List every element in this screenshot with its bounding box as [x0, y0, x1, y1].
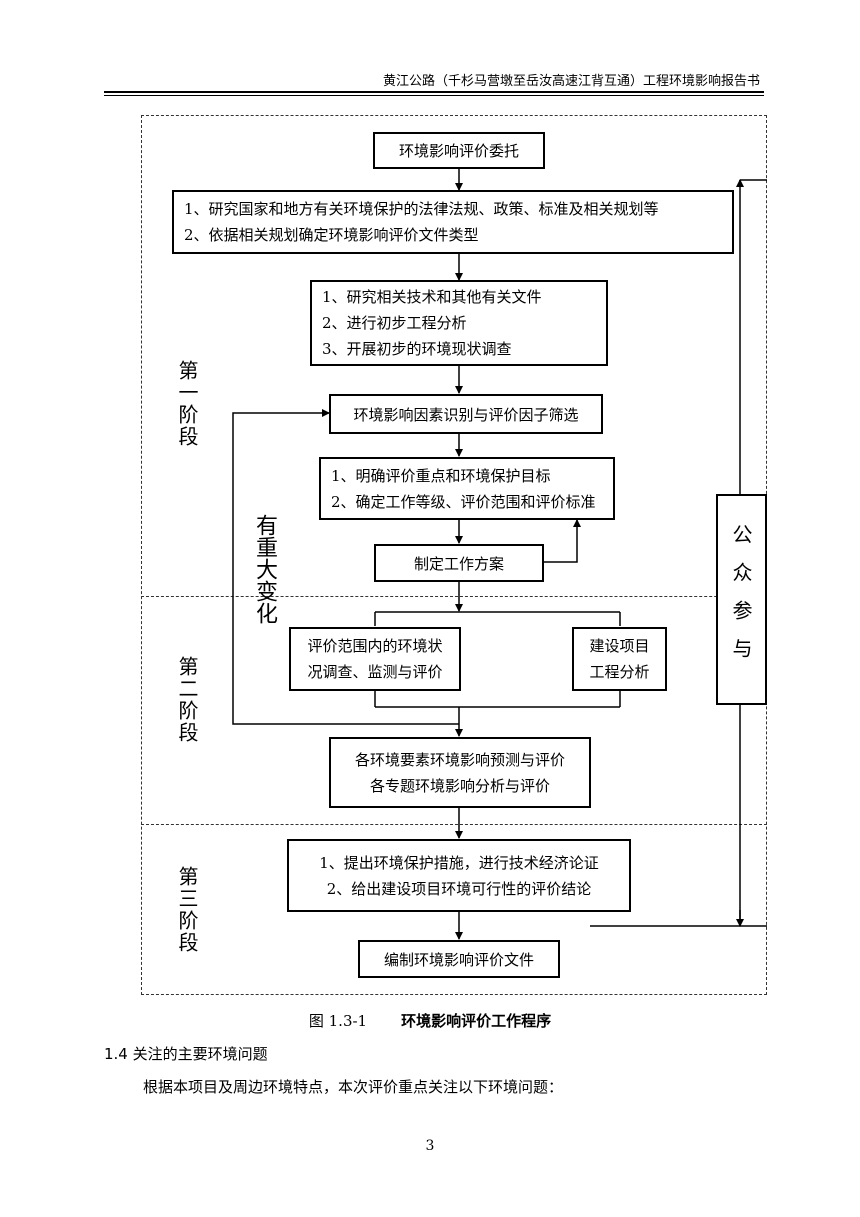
- box-preliminary-line-3: 3、开展初步的环境现状调查: [322, 340, 512, 358]
- feedback-label: 有重大变化: [252, 514, 277, 624]
- box-research-line-1: 1、研究国家和地方有关环境保护的法律法规、政策、标准及相关规划等: [184, 200, 659, 218]
- box-survey-line-1: 评价范围内的环境状: [307, 637, 443, 655]
- box-engineering-line-2: 工程分析: [589, 663, 650, 681]
- running-header: 黄江公路（千杉马营墩至岳汝高速江背互通）工程环境影响报告书: [382, 74, 760, 89]
- box-research: 1、研究国家和地方有关环境保护的法律法规、政策、标准及相关规划等 2、依据相关规…: [172, 190, 734, 254]
- figure-title: 环境影响评价工作程序: [401, 1012, 552, 1030]
- box-compile-text: 编制环境影响评价文件: [383, 950, 534, 969]
- box-predict-line-2: 各专题环境影响分析与评价: [369, 776, 550, 795]
- box-engineering-line-1: 建设项目: [589, 637, 650, 655]
- stage-label-first: 第一阶段: [175, 360, 199, 448]
- header-rule-thin: [104, 95, 764, 96]
- box-focus: 1、明确评价重点和环境保护目标 2、确定工作等级、评价范围和评价标准: [319, 457, 615, 520]
- stage-label-third: 第三阶段: [175, 866, 199, 954]
- box-preliminary-line-1: 1、研究相关技术和其他有关文件: [322, 288, 542, 306]
- public-participation-text: 公众参与: [729, 523, 753, 676]
- box-public-participation: 公众参与: [716, 494, 767, 705]
- page-number: 3: [425, 1138, 435, 1154]
- section-title: 关注的主要环境问题: [132, 1045, 268, 1063]
- box-engineering: 建设项目 工程分析: [572, 627, 667, 691]
- box-measures-line-1: 1、提出环境保护措施，进行技术经济论证: [319, 853, 599, 872]
- header-rule: [104, 91, 764, 93]
- figure-number: 图 1.3-1: [308, 1012, 368, 1030]
- figure-caption: 图 1.3-1 环境影响评价工作程序: [0, 1010, 860, 1031]
- box-identify-text: 环境影响因素识别与评价因子筛选: [353, 405, 579, 424]
- box-commission: 环境影响评价委托: [373, 132, 545, 169]
- box-measures: 1、提出环境保护措施，进行技术经济论证 2、给出建设项目环境可行性的评价结论: [287, 839, 631, 912]
- box-focus-line-2: 2、确定工作等级、评价范围和评价标准: [331, 492, 596, 511]
- box-identify: 环境影响因素识别与评价因子筛选: [329, 394, 603, 434]
- box-focus-line-1: 1、明确评价重点和环境保护目标: [331, 466, 551, 485]
- box-plan: 制定工作方案: [374, 544, 544, 582]
- stage-label-second: 第二阶段: [175, 656, 199, 744]
- box-predict: 各环境要素环境影响预测与评价 各专题环境影响分析与评价: [329, 737, 591, 808]
- box-compile: 编制环境影响评价文件: [358, 940, 560, 978]
- box-measures-line-2: 2、给出建设项目环境可行性的评价结论: [326, 879, 592, 898]
- box-survey: 评价范围内的环境状 况调查、监测与评价: [289, 627, 461, 691]
- box-preliminary: 1、研究相关技术和其他有关文件 2、进行初步工程分析 3、开展初步的环境现状调查: [310, 280, 608, 366]
- stage-divider-1: [141, 596, 767, 597]
- box-preliminary-line-2: 2、进行初步工程分析: [322, 314, 467, 332]
- body-paragraph: 根据本项目及周边环境特点，本次评价重点关注以下环境问题：: [143, 1078, 564, 1096]
- box-research-line-2: 2、依据相关规划确定环境影响评价文件类型: [184, 226, 479, 244]
- box-survey-line-2: 况调查、监测与评价: [307, 663, 443, 681]
- stage-divider-2: [141, 824, 767, 825]
- section-heading: 1.4 关注的主要环境问题: [104, 1043, 268, 1064]
- box-plan-text: 制定工作方案: [413, 554, 504, 573]
- box-commission-text: 环境影响评价委托: [398, 142, 519, 160]
- box-predict-line-1: 各环境要素环境影响预测与评价: [354, 750, 565, 769]
- section-number: 1.4: [104, 1045, 128, 1063]
